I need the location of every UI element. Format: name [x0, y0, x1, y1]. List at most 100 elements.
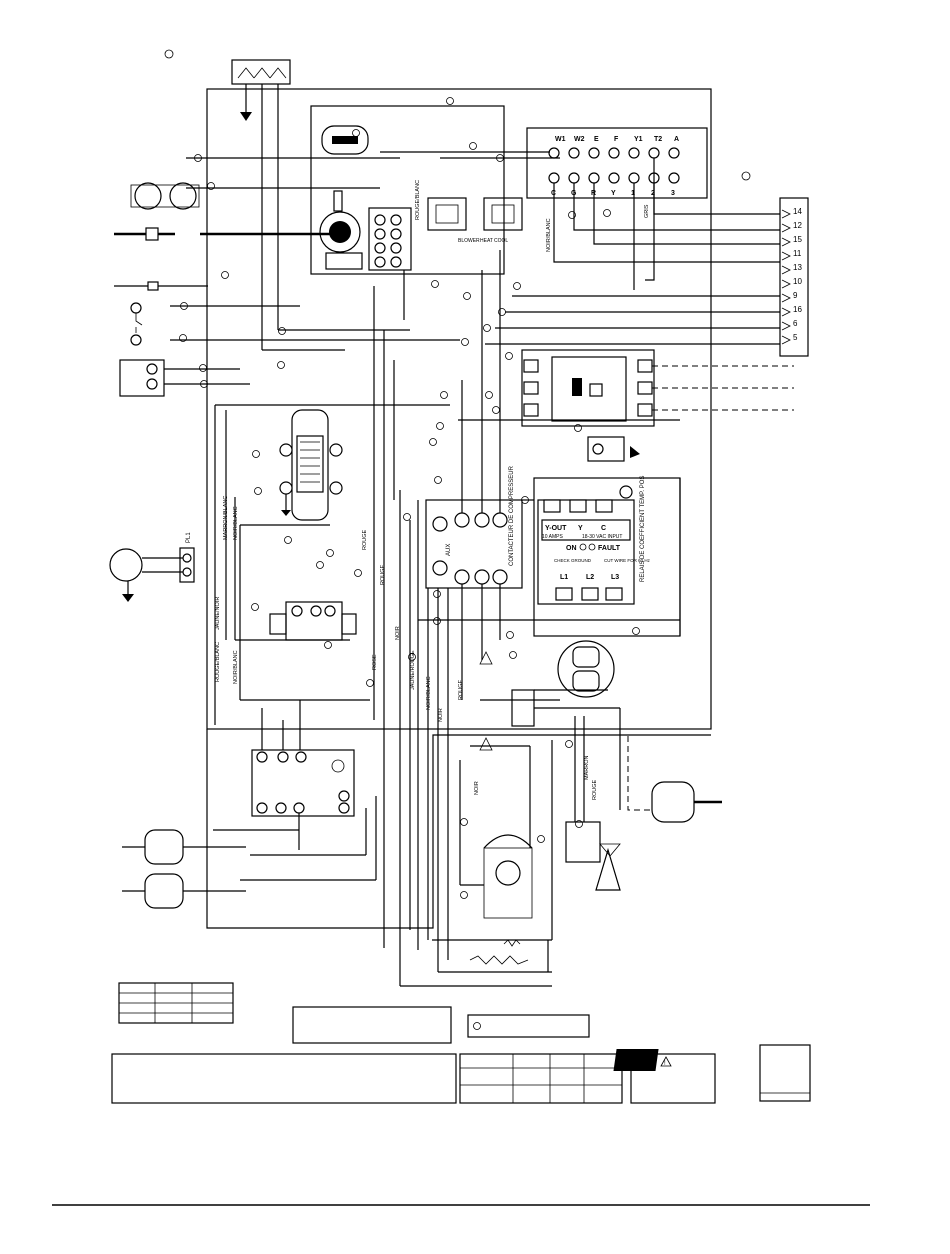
bard-logo	[613, 1049, 659, 1071]
plug-arrows	[781, 209, 791, 345]
wire-rouge-1: ROUGE	[362, 530, 368, 551]
plug-wires	[380, 151, 780, 345]
power-entry-block	[231, 59, 291, 85]
wire-noir-2: NOIR	[438, 708, 444, 722]
wire-rouge-blanc: ROUGE/BLANC	[215, 642, 221, 682]
wire-jaune-noir: JAUNE/NOIR	[215, 597, 221, 630]
contactor-block	[425, 499, 523, 589]
hex-markers	[179, 97, 640, 899]
run-capacitor	[557, 640, 615, 698]
wire-rouge-3: ROUGE	[458, 680, 464, 701]
check-ground-label: CHECK GROUND	[554, 558, 592, 563]
warning-box	[630, 1053, 716, 1104]
svg-text:16: 16	[793, 305, 802, 314]
wire-rouge-blanc-2: ROUGE/BLANC	[415, 180, 421, 220]
svg-text:W1: W1	[555, 136, 566, 143]
warning-mark: !	[664, 1061, 666, 1067]
wire-noir-blanc-2: NOIR/BLANC	[233, 506, 239, 540]
power-entry-arrows	[237, 67, 287, 79]
wire-noir-3: NOIR	[474, 781, 480, 795]
svg-text:11: 11	[793, 249, 802, 258]
svg-text:14: 14	[793, 207, 802, 216]
svg-text:W2: W2	[574, 136, 585, 143]
pl1-label: PL1	[186, 532, 192, 543]
wire-noir-blanc-3: NOIR/BLANC	[426, 676, 432, 710]
revision-table	[459, 1053, 623, 1104]
pressure-switch	[130, 302, 143, 346]
plug-pl1	[179, 547, 195, 583]
svg-text:5: 5	[793, 333, 798, 342]
svg-text:6: 6	[793, 319, 798, 328]
warning-triangle-icon	[660, 1056, 672, 1067]
relay-label-cool: COOL	[494, 238, 508, 244]
svg-text:1: 1	[631, 190, 635, 197]
svg-text:T2: T2	[654, 136, 662, 143]
l1-label: L1	[560, 574, 568, 581]
bard-logo-text: Bard	[772, 1055, 796, 1066]
wire-routing	[164, 157, 681, 987]
l2-label: L2	[586, 574, 594, 581]
wire-rouge-4: ROUGE	[592, 780, 598, 801]
wire-rouge-2: ROUGE	[380, 565, 386, 586]
relay-label-heat: HEAT	[480, 238, 493, 244]
terminal-block-left	[119, 359, 165, 397]
title-block	[111, 1053, 457, 1104]
plug-pin-labels: 14 12 15 11 13 10 9 16 6 5	[793, 207, 802, 342]
y-label: Y	[578, 525, 583, 532]
terminal-block-cap	[511, 689, 535, 727]
fuse-holder	[319, 211, 361, 253]
heater-motor-1	[122, 829, 246, 865]
cut-wire-label: CUT WIRE FOR 60 Hz	[604, 558, 651, 563]
marker-legend	[467, 1014, 590, 1038]
ground-lug	[587, 436, 625, 462]
compressor-contactor	[521, 349, 655, 427]
logo-box	[759, 1044, 811, 1102]
lower-compartment	[206, 729, 711, 929]
control-panel	[310, 105, 505, 275]
svg-text:A: A	[674, 136, 679, 143]
svg-text:15: 15	[793, 235, 802, 244]
wire-noir-1: NOIR	[395, 626, 401, 640]
contactor-terminals	[523, 359, 653, 417]
y-out-label: Y-OUT	[545, 525, 567, 532]
outdoor-fan-motor	[651, 781, 722, 823]
ground-icon	[240, 112, 252, 121]
terminal-strip-bottom-labels: C G R Y 1 2 3	[551, 190, 675, 197]
thermostat-sensor	[114, 281, 208, 291]
limit-sensor	[114, 227, 330, 241]
wire-jaune-rouge: JAUNE/ROUGE	[410, 650, 416, 690]
wire-marron: MARRON	[584, 756, 590, 780]
transformer	[291, 409, 329, 521]
svg-text:Y1: Y1	[634, 136, 643, 143]
fan-relay	[565, 821, 601, 863]
harness-connector	[368, 207, 412, 271]
relay-label-blower: BLOWER	[458, 238, 480, 244]
transformer-outline	[321, 125, 369, 155]
hex-marker	[164, 49, 174, 59]
terminal-strip	[526, 127, 708, 199]
crankcase-heater	[469, 955, 529, 965]
contactor-label: CONTACTEUR DE COMPRESSEUR	[509, 465, 515, 566]
wire-gris: GRIS	[644, 204, 650, 218]
svg-text:E: E	[594, 136, 599, 143]
svg-text:Y: Y	[611, 190, 616, 197]
amps-label: 10 AMPS	[542, 534, 564, 540]
ground-icon	[122, 594, 134, 602]
svg-text:12: 12	[793, 221, 802, 230]
main-cabinet	[206, 88, 712, 730]
heater-motor-2	[122, 873, 246, 909]
compressor	[483, 834, 533, 919]
vac-label: 18-30 VAC INPUT	[582, 534, 622, 540]
plug-connector	[779, 197, 809, 357]
svg-text:F: F	[614, 136, 619, 143]
defrost-board	[251, 749, 355, 817]
c-label: C	[601, 525, 606, 532]
svg-text:2: 2	[651, 190, 655, 197]
on-label: ON	[566, 545, 577, 552]
fault-label: FAULT	[598, 545, 621, 552]
wire-rose: ROSE	[372, 654, 378, 670]
svg-text:13: 13	[793, 263, 802, 272]
aux-label: AUX	[446, 544, 452, 556]
svg-text:3: 3	[671, 190, 675, 197]
